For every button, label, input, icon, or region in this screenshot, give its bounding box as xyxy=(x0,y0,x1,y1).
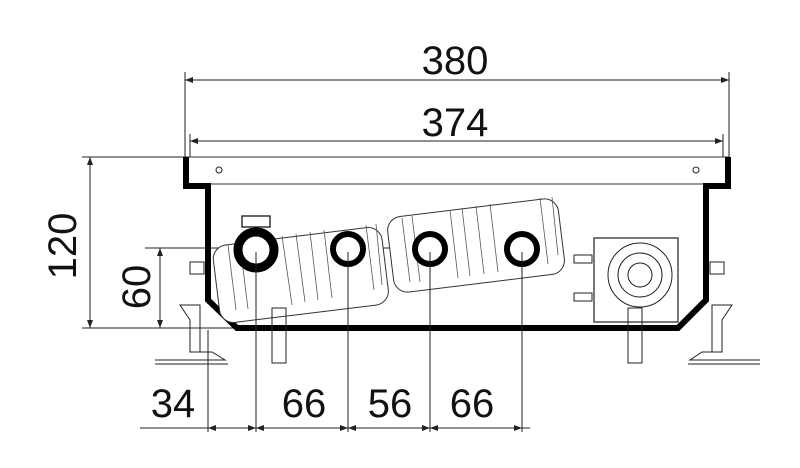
valve-knob xyxy=(241,215,271,228)
dimension-height: 120 xyxy=(41,156,235,329)
pipe-connections xyxy=(233,227,540,273)
fan-motor xyxy=(573,237,679,323)
dimension-pipe-spacing: 34 66 56 66 xyxy=(140,252,530,432)
dimension-label-380: 380 xyxy=(422,39,489,83)
dimension-label-34: 34 xyxy=(151,382,196,426)
side-bolts xyxy=(189,261,725,275)
dimension-label-120: 120 xyxy=(41,213,85,280)
top-grille-frame xyxy=(185,156,729,185)
tray-body xyxy=(183,157,731,331)
dimension-label-56: 56 xyxy=(368,382,413,426)
dimension-label-60: 60 xyxy=(115,265,159,310)
fin-lines xyxy=(227,196,559,311)
dimension-label-66-second: 66 xyxy=(450,382,495,426)
dimension-label-66-first: 66 xyxy=(282,382,327,426)
dimension-inner-width: 374 xyxy=(189,101,724,160)
dimension-overall-width: 380 xyxy=(184,39,730,160)
leveling-feet xyxy=(155,304,760,365)
dimension-label-374: 374 xyxy=(422,101,489,145)
